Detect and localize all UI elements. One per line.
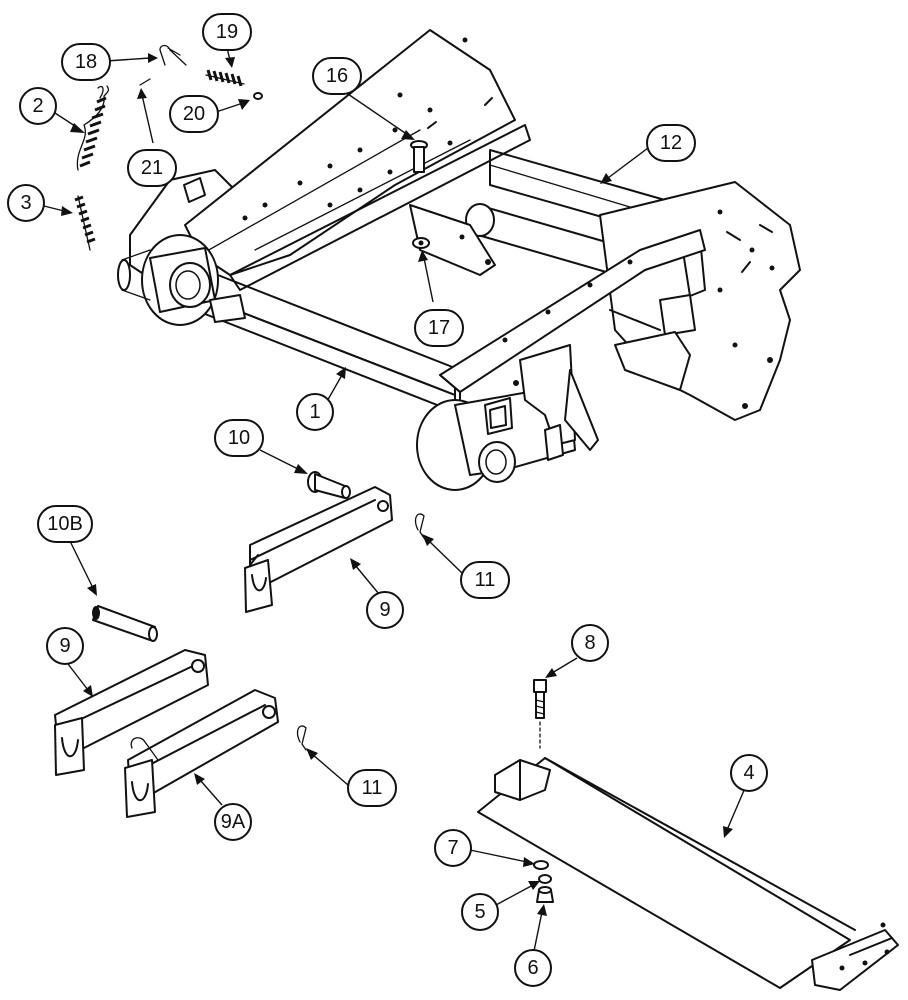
- callout-label: 17: [428, 317, 450, 339]
- callout-label: 11: [362, 777, 383, 799]
- right-side-plate: [599, 181, 801, 421]
- callout-7: 7: [434, 829, 472, 867]
- leader-lines: [39, 47, 746, 952]
- bolt-item-8: [533, 679, 547, 749]
- pin-item-10B: [92, 605, 158, 642]
- arm-item-9-upper: [244, 486, 393, 613]
- callout-3: 3: [7, 184, 45, 222]
- clip-item-18: [159, 44, 187, 66]
- callout-9-upper: 9: [366, 591, 404, 629]
- callout-label: 6: [527, 957, 538, 979]
- callout-2: 2: [19, 87, 57, 125]
- callout-label: 20: [183, 103, 205, 125]
- callout-label: 10: [228, 427, 250, 449]
- callout-17: 17: [414, 309, 464, 347]
- callout-label: 2: [32, 95, 43, 117]
- main-frame-assembly: [117, 29, 801, 491]
- callout-label: 5: [474, 901, 485, 923]
- callout-label: 21: [141, 157, 163, 179]
- callout-20: 20: [169, 95, 219, 133]
- callout-9A: 9A: [214, 803, 252, 841]
- callout-label: 4: [743, 762, 754, 784]
- callout-label: 8: [584, 632, 595, 654]
- lock-washer-item-5: [538, 874, 552, 884]
- washer-item-20: [253, 92, 263, 100]
- shield-item-4: [477, 757, 899, 991]
- callout-21: 21: [127, 149, 177, 187]
- callout-1: 1: [296, 393, 334, 431]
- callout-label: 16: [326, 65, 348, 87]
- callout-label: 9: [59, 635, 70, 657]
- callout-label: 7: [447, 837, 458, 859]
- pin-item-10: [307, 471, 351, 499]
- spring-item-19: [205, 69, 245, 87]
- nut-item-6: [536, 886, 554, 903]
- callout-5: 5: [461, 893, 499, 931]
- hair-pin-item-11-upper: [414, 513, 425, 539]
- callout-label: 1: [309, 401, 320, 423]
- callout-19: 19: [202, 13, 252, 51]
- callout-9-lower: 9: [46, 627, 84, 665]
- callout-10B: 10B: [37, 505, 93, 543]
- callout-label: 9A: [221, 811, 246, 833]
- hair-pin-item-11-lower: [296, 725, 307, 751]
- nut-item-17: [412, 237, 430, 249]
- arm-item-9A: [124, 689, 279, 818]
- spring-item-2: [76, 85, 110, 171]
- callout-label: 10B: [47, 513, 83, 535]
- callout-label: 19: [216, 21, 238, 43]
- pin-item-21: [139, 78, 151, 86]
- callout-4: 4: [730, 754, 768, 792]
- callout-18: 18: [61, 43, 111, 81]
- callout-label: 11: [475, 569, 496, 591]
- callout-label: 18: [75, 51, 97, 73]
- callout-11-upper: 11: [460, 561, 510, 599]
- callout-12: 12: [646, 124, 696, 162]
- callout-label: 3: [20, 192, 31, 214]
- callout-11-lower: 11: [347, 769, 397, 807]
- callout-label: 12: [660, 132, 682, 154]
- arm-item-9-lower: [54, 649, 209, 776]
- callout-16: 16: [312, 57, 362, 95]
- turnbuckle-item-3: [74, 195, 96, 251]
- callout-label: 9: [379, 599, 390, 621]
- callout-8: 8: [571, 624, 609, 662]
- bolt-item-16: [410, 140, 428, 173]
- washer-item-7: [533, 860, 549, 870]
- callout-10: 10: [214, 419, 264, 457]
- callout-6: 6: [514, 949, 552, 987]
